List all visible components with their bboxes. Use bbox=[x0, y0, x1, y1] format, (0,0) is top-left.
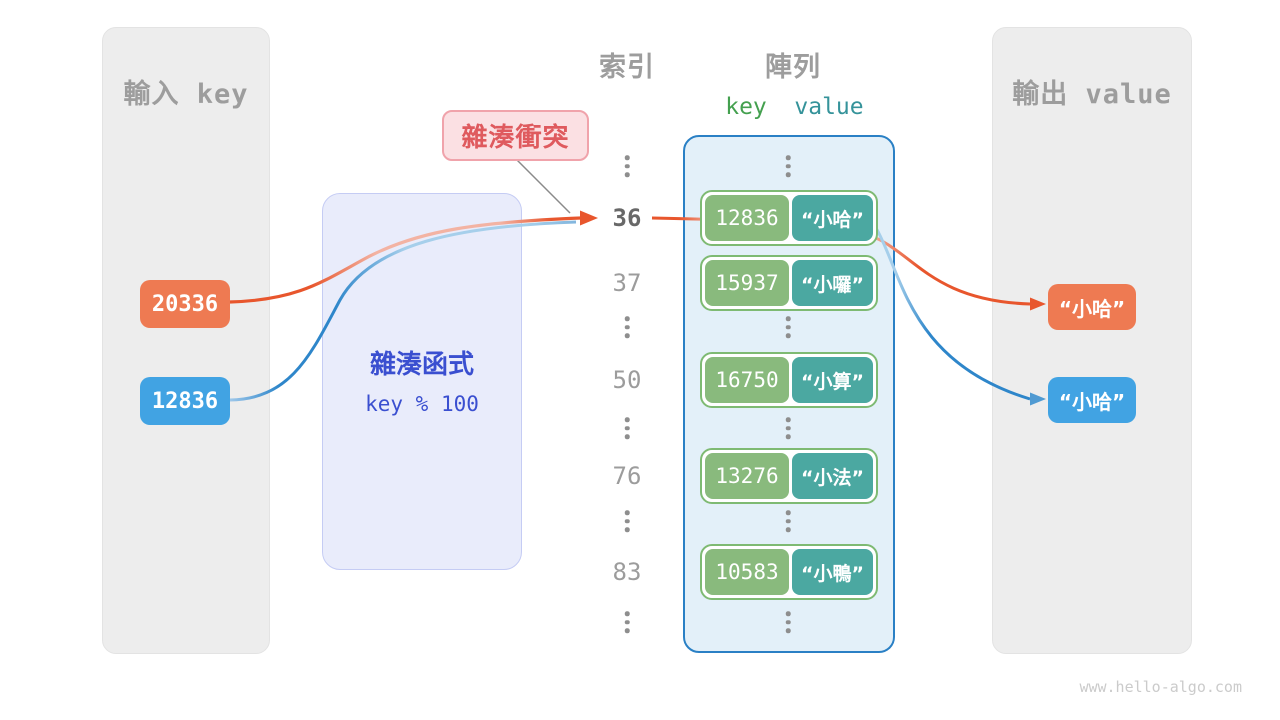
arrowhead-to-index36 bbox=[580, 210, 598, 226]
hash-function-formula: key % 100 bbox=[365, 392, 479, 416]
wire-key20336-to-index bbox=[229, 216, 582, 304]
ellipsis-icon bbox=[785, 510, 791, 532]
row-key: 15937 bbox=[705, 260, 789, 306]
row-value: “小法” bbox=[792, 453, 873, 499]
ellipsis-icon bbox=[785, 611, 791, 633]
index-column-title: 索引 bbox=[599, 52, 655, 83]
ellipsis-icon bbox=[624, 611, 630, 633]
input-key-panel: 輸入 key bbox=[102, 27, 270, 654]
ellipsis-icon bbox=[624, 417, 630, 439]
output-value-panel: 輸出 value bbox=[992, 27, 1192, 654]
row-value: “小算” bbox=[792, 357, 873, 403]
ellipsis-icon bbox=[785, 417, 791, 439]
hash-function-name: 雜湊函式 bbox=[369, 350, 474, 380]
collision-callout: 雜湊衝突 bbox=[442, 110, 589, 161]
array-row-index36: 12836 “小哈” bbox=[700, 190, 878, 246]
arrowhead-output-orange bbox=[1030, 297, 1046, 311]
row-value: “小囉” bbox=[792, 260, 873, 306]
row-key: 12836 bbox=[705, 195, 789, 241]
index-50: 50 bbox=[612, 366, 642, 394]
watermark: www.hello-algo.com bbox=[1079, 678, 1242, 696]
array-row-index37: 15937 “小囉” bbox=[700, 255, 878, 311]
row-value: “小哈” bbox=[792, 195, 873, 241]
output-value-blue: “小哈” bbox=[1048, 377, 1136, 423]
value-header: value bbox=[794, 94, 864, 120]
wire-row-to-output-blue bbox=[874, 227, 1031, 401]
collision-pointer-line bbox=[515, 158, 571, 214]
ellipsis-icon bbox=[624, 155, 630, 177]
array-column-title: 陣列 bbox=[765, 52, 821, 83]
ellipsis-icon bbox=[624, 510, 630, 532]
row-key: 16750 bbox=[705, 357, 789, 403]
index-76: 76 bbox=[612, 462, 642, 490]
index-36: 36 bbox=[612, 204, 642, 232]
key-header: key bbox=[725, 94, 767, 120]
output-panel-title: 輸出 value bbox=[1012, 79, 1172, 110]
output-value-orange: “小哈” bbox=[1048, 284, 1136, 330]
row-key: 10583 bbox=[705, 549, 789, 595]
input-key-12836: 12836 bbox=[140, 377, 230, 425]
array-row-index83: 10583 “小鴨” bbox=[700, 544, 878, 600]
index-83: 83 bbox=[612, 558, 642, 586]
array-row-index76: 13276 “小法” bbox=[700, 448, 878, 504]
wire-key12836-to-index bbox=[229, 220, 577, 402]
row-value: “小鴨” bbox=[792, 549, 873, 595]
hash-function-box: 雜湊函式 key % 100 bbox=[322, 193, 522, 570]
index-37: 37 bbox=[612, 269, 642, 297]
input-panel-title: 輸入 key bbox=[123, 79, 249, 110]
ellipsis-icon bbox=[624, 316, 630, 338]
row-key: 13276 bbox=[705, 453, 789, 499]
array-row-index50: 16750 “小算” bbox=[700, 352, 878, 408]
arrowhead-output-blue bbox=[1030, 392, 1046, 406]
ellipsis-icon bbox=[785, 316, 791, 338]
input-key-20336: 20336 bbox=[140, 280, 230, 328]
ellipsis-icon bbox=[785, 155, 791, 177]
